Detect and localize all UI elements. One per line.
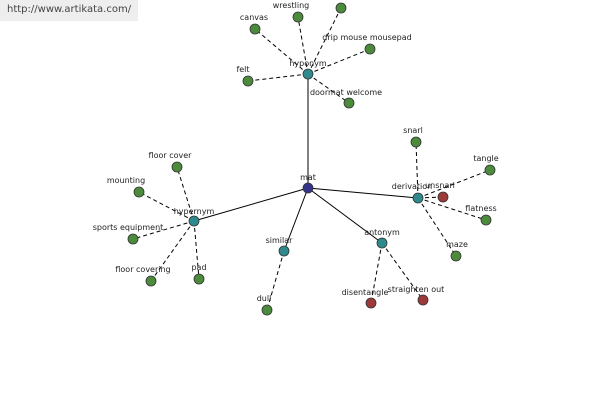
term-node-tangle[interactable] [484, 164, 496, 176]
nodes [127, 2, 496, 316]
edge-hypernym-3 [150, 220, 195, 282]
watermark-url[interactable]: http://www.artikata.com/ [7, 4, 132, 15]
relation-label-derivation[interactable]: derivation [392, 182, 432, 191]
edge-hypernym-4 [193, 220, 200, 280]
term-node-drip-mouse-mousepad[interactable] [364, 43, 376, 55]
edge-root-derivation [307, 187, 419, 199]
term-node-floor-covering[interactable] [145, 275, 157, 287]
relation-label-similar[interactable]: similar [266, 236, 294, 245]
edge-derivation-3 [417, 197, 457, 257]
term-node-flatness[interactable] [480, 214, 492, 226]
edge-root-antonym [307, 187, 383, 244]
term-label-mounting[interactable]: mounting [107, 176, 145, 185]
term-node-sports-equipment[interactable] [127, 233, 139, 245]
term-label-canvas[interactable]: canvas [240, 13, 268, 22]
edge-hypernym-2 [132, 220, 195, 240]
relation-node-similar[interactable] [278, 245, 290, 257]
hyponym-extra-node[interactable] [335, 2, 347, 14]
root-label[interactable]: mat [300, 173, 316, 182]
edges [132, 7, 491, 311]
edge-hyponym-3 [247, 73, 309, 82]
term-node-straighten-out[interactable] [417, 294, 429, 306]
term-label-pad[interactable]: pad [191, 263, 206, 272]
watermark: http://www.artikata.com/ [0, 0, 138, 21]
edge-hyponym-1 [297, 16, 309, 75]
term-label-maze[interactable]: maze [446, 240, 468, 249]
relation-node-hyponym[interactable] [302, 68, 314, 80]
relation-node-hypernym[interactable] [188, 215, 200, 227]
term-node-maze[interactable] [450, 250, 462, 262]
edge-hypernym-1 [138, 191, 195, 222]
term-node-felt[interactable] [242, 75, 254, 87]
term-label-tangle[interactable]: tangle [473, 154, 498, 163]
term-label-floor-cover[interactable]: floor cover [149, 151, 193, 160]
edge-derivation-2 [417, 197, 487, 221]
edge-similar-0 [266, 250, 285, 311]
edge-derivation-0 [415, 141, 419, 199]
relation-node-derivation[interactable] [412, 192, 424, 204]
term-node-disentangle[interactable] [365, 297, 377, 309]
term-node-wrestling[interactable] [292, 11, 304, 23]
term-node-pad[interactable] [193, 273, 205, 285]
term-label-felt[interactable]: felt [236, 65, 249, 74]
edge-hyponym-4 [307, 73, 350, 104]
term-label-flatness[interactable]: flatness [465, 204, 496, 213]
edge-antonym-0 [370, 242, 383, 304]
relation-label-hyponym[interactable]: hyponym [289, 59, 327, 68]
term-node-floor-cover[interactable] [171, 161, 183, 173]
edge-root-hypernym [193, 187, 309, 222]
term-label-straighten-out[interactable]: straighten out [388, 285, 445, 294]
term-node-unsnarl[interactable] [437, 191, 449, 203]
relation-label-hypernym[interactable]: hypernym [174, 207, 215, 216]
root-node-mat[interactable] [302, 182, 314, 194]
relation-node-antonym[interactable] [376, 237, 388, 249]
term-node-dull[interactable] [261, 304, 273, 316]
term-label-snarl[interactable]: snarl [403, 126, 423, 135]
edge-root-similar [283, 187, 309, 252]
term-node-snarl[interactable] [410, 136, 422, 148]
labels: canvas wrestling drip mouse mousepad felt do… [93, 1, 499, 303]
term-label-floor-covering[interactable]: floor covering [115, 265, 170, 274]
term-label-drip-mouse-mousepad[interactable]: drip mouse mousepad [322, 33, 412, 42]
term-node-canvas[interactable] [249, 23, 261, 35]
term-node-mounting[interactable] [133, 186, 145, 198]
term-label-wrestling[interactable]: wrestling [273, 1, 309, 10]
edge-antonym-1 [381, 242, 424, 301]
edge-derivation-1 [417, 169, 491, 199]
term-node-doormat-welcome[interactable] [343, 97, 355, 109]
edge-hyponym-2 [307, 7, 342, 75]
term-label-unsnarl[interactable]: unsnarl [425, 181, 455, 190]
relation-label-antonym[interactable]: antonym [364, 228, 400, 237]
term-label-doormat-welcome[interactable]: doormat welcome [310, 88, 382, 97]
term-label-disentangle[interactable]: disentangle [342, 288, 389, 297]
edge-hypernym-0 [176, 166, 195, 222]
edge-hyponym-0 [254, 28, 309, 75]
term-label-dull[interactable]: dull [257, 294, 272, 303]
term-label-sports-equipment[interactable]: sports equipment [93, 223, 164, 232]
